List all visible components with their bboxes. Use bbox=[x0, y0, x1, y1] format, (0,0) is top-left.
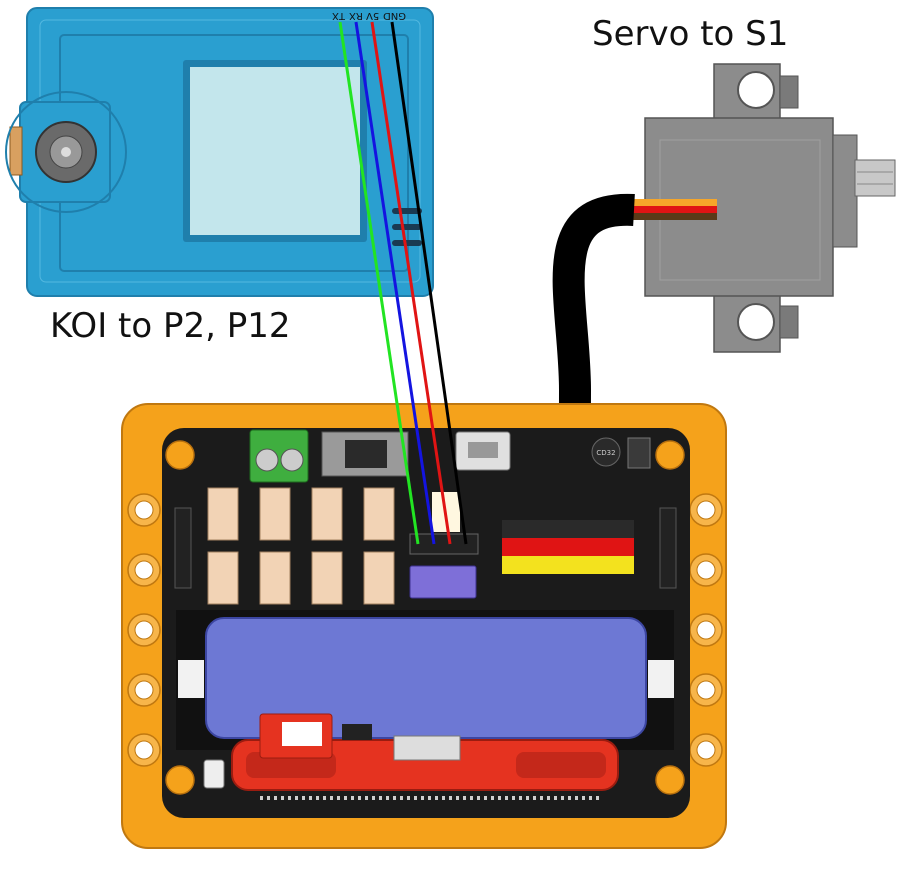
wire-gnd bbox=[390, 21, 468, 545]
servo-label: Servo to S1 bbox=[592, 14, 789, 54]
i2c-connector bbox=[409, 565, 477, 599]
chip-label: CD32 bbox=[596, 449, 615, 457]
koi-label: KOI to P2, P12 bbox=[50, 306, 291, 346]
wire-tx bbox=[338, 21, 420, 545]
wire-rx bbox=[354, 21, 436, 545]
inductor-chip bbox=[591, 437, 621, 467]
servo-header bbox=[502, 520, 634, 574]
koi-module bbox=[5, 7, 434, 297]
koi-header bbox=[409, 533, 479, 555]
sensor-connectors bbox=[207, 487, 395, 605]
camera-icon bbox=[5, 91, 127, 213]
koi-wires bbox=[338, 21, 468, 545]
pin-label-gnd: GND bbox=[383, 10, 406, 21]
pin-label-tx: TX bbox=[332, 10, 345, 21]
expansion-board: CD32 bbox=[121, 403, 727, 849]
reset-button bbox=[203, 759, 225, 789]
wire-5v bbox=[370, 21, 452, 545]
pin-label-rx: RX bbox=[349, 10, 363, 21]
pin-label-5v: 5V bbox=[366, 10, 380, 21]
